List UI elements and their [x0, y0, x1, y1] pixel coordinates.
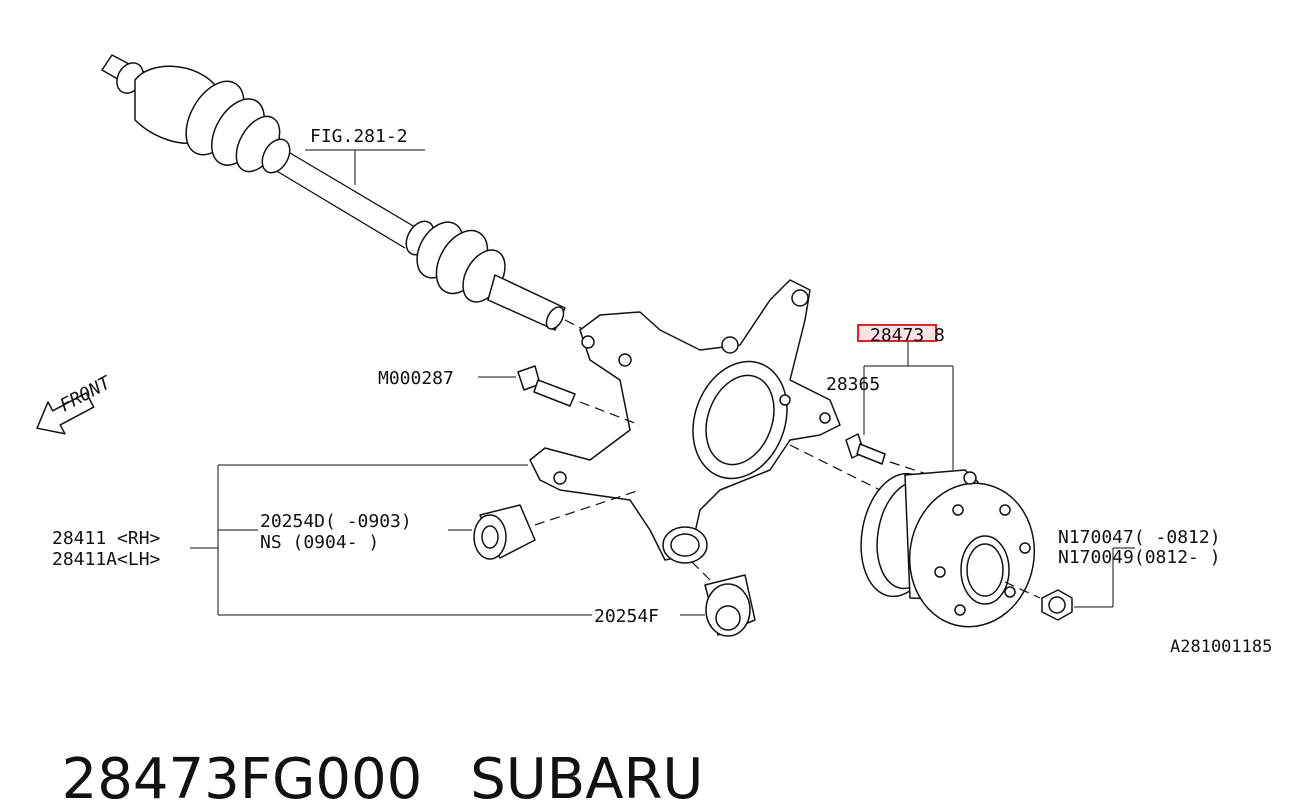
hub-bolt-label[interactable]: 28365 [826, 374, 880, 395]
brand-name: SUBARU [470, 747, 704, 812]
bushing-a-label-1[interactable]: 20254D( -0903) [260, 511, 412, 532]
nut-label-2[interactable]: N170049(0812- ) [1058, 547, 1221, 568]
knuckle-lh-label[interactable]: 28411A<LH> [52, 549, 161, 570]
hub-part-label[interactable]: 28473 [870, 325, 924, 346]
hub-assembly [789, 444, 1041, 628]
highlight-box [857, 324, 937, 342]
knuckle [529, 279, 841, 564]
bolt-label[interactable]: M000287 [378, 368, 454, 389]
hub-nut [1041, 589, 1073, 621]
bushing-b-label[interactable]: 20254F [594, 606, 659, 627]
parts-diagram: FIG.281-2 M000287 FRONT [36, 54, 1272, 657]
hub-part-suffix: 8 [934, 325, 945, 346]
part-number: 28473FG000 [61, 747, 423, 812]
bolt-m000287 [517, 365, 641, 426]
knuckle-rh-label[interactable]: 28411 <RH> [52, 528, 161, 549]
nut-label-1[interactable]: N170047( -0812) [1058, 527, 1221, 548]
caption: 28473FG000 SUBARU [26, 682, 704, 812]
bushing-20254d [473, 489, 641, 560]
bushing-20254f [689, 559, 756, 637]
fig-ref-label[interactable]: FIG.281-2 [310, 126, 408, 147]
bushing-a-label-2[interactable]: NS (0904- ) [260, 532, 379, 553]
drawing-ref-label: A281001185 [1170, 637, 1272, 657]
front-arrow-icon [36, 392, 95, 435]
